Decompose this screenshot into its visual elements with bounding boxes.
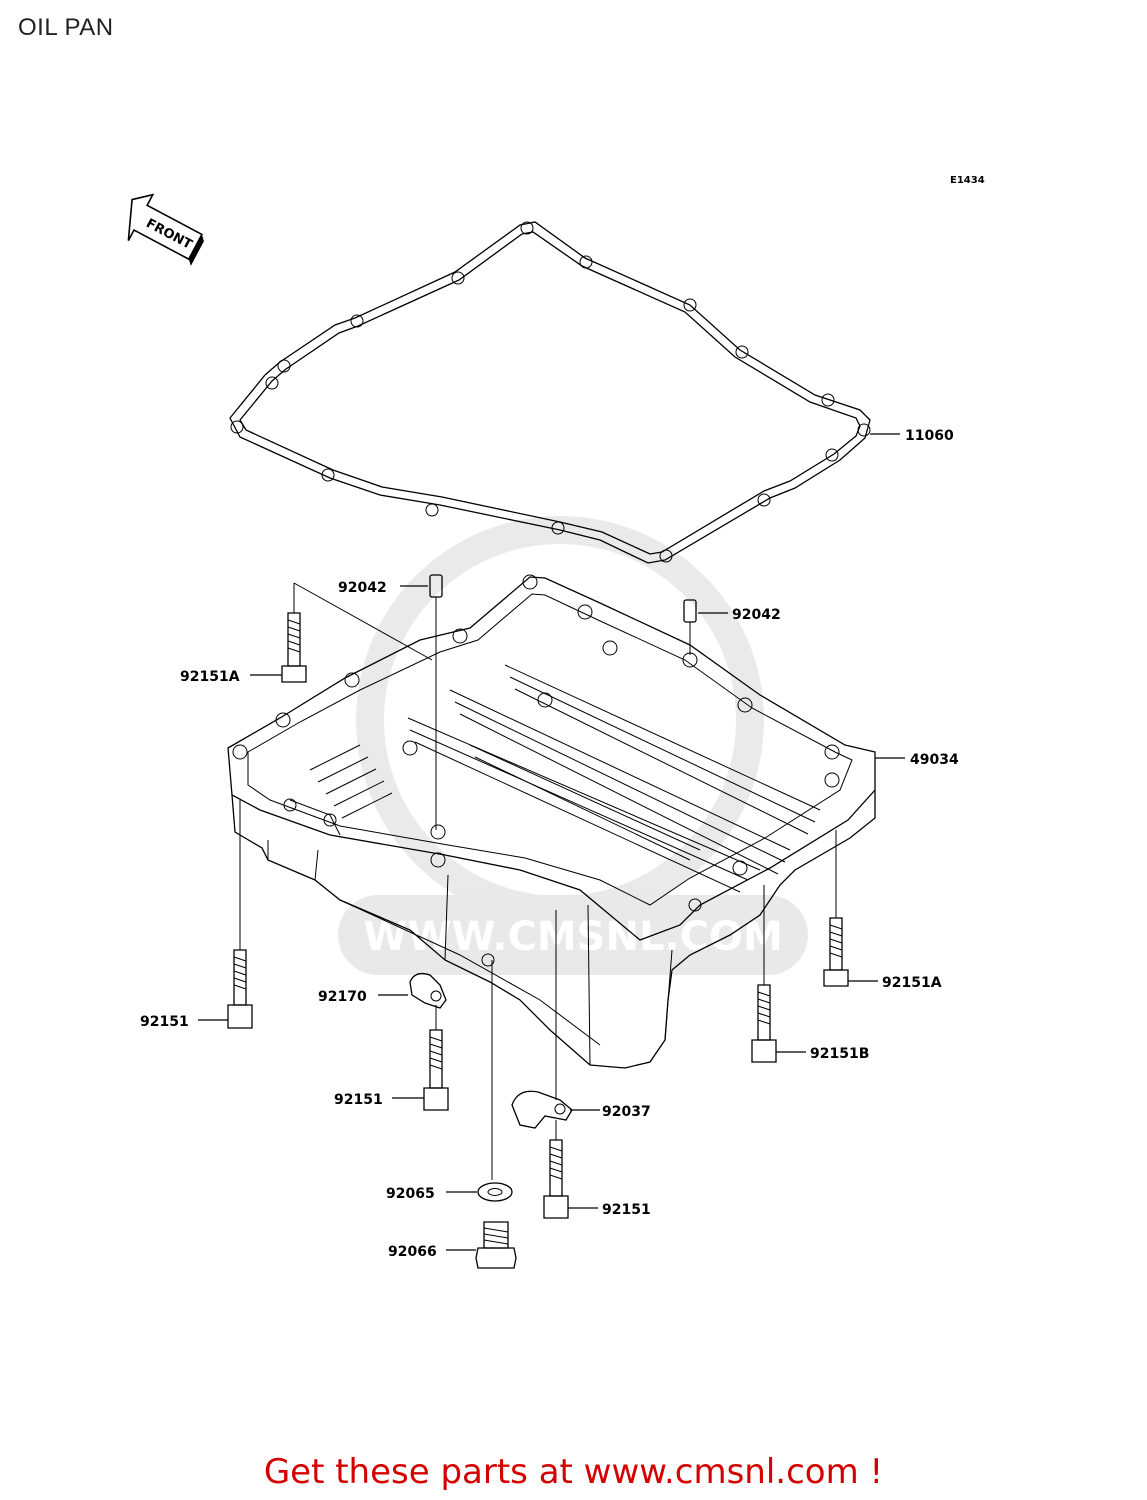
bolt-92151a-left [281,582,433,683]
label-92151-lower: 92151 [602,1202,651,1218]
label-92170: 92170 [318,989,367,1005]
label-92151a-right: 92151A [882,975,942,991]
label-92042-left: 92042 [338,580,387,596]
label-92065: 92065 [386,1186,435,1202]
dowel-pin-right [683,599,697,655]
bolt-92151-left [227,800,253,1029]
washer-92065 [477,1182,513,1202]
clamp-92037 [511,910,573,1129]
watermark-text: WWW.CMSNL.COM [363,914,783,960]
label-92066: 92066 [388,1244,437,1260]
clamp-92170 [409,972,447,1009]
label-92042-right: 92042 [732,607,781,623]
dowel-pin-left [429,574,443,830]
bolt-92151-center [423,1005,449,1111]
front-arrow-icon: FRONT [127,193,204,266]
page-title: OIL PAN [18,14,114,41]
label-92151-left: 92151 [140,1014,189,1030]
oil-pan-bosses [232,574,840,967]
oil-pan [227,574,876,1069]
watermark: WWW.CMSNL.COM [338,516,808,975]
bolt-92151b [751,885,777,1063]
label-92151-center: 92151 [334,1092,383,1108]
label-92151a-left: 92151A [180,669,240,685]
drain-plug-92066 [475,1221,517,1269]
label-49034: 49034 [910,752,959,768]
bolt-92151a-right [823,830,849,987]
bolt-92151-lower [543,1120,569,1219]
diagram-code: E1434 [950,175,985,186]
footer-link[interactable]: Get these parts at www.cmsnl.com ! [263,1452,884,1492]
gasket [229,221,871,564]
label-92151b: 92151B [810,1046,869,1062]
gasket-holes [230,221,871,563]
label-92037: 92037 [602,1104,651,1120]
label-11060: 11060 [905,428,954,444]
oil-pan-ribs [289,664,821,893]
